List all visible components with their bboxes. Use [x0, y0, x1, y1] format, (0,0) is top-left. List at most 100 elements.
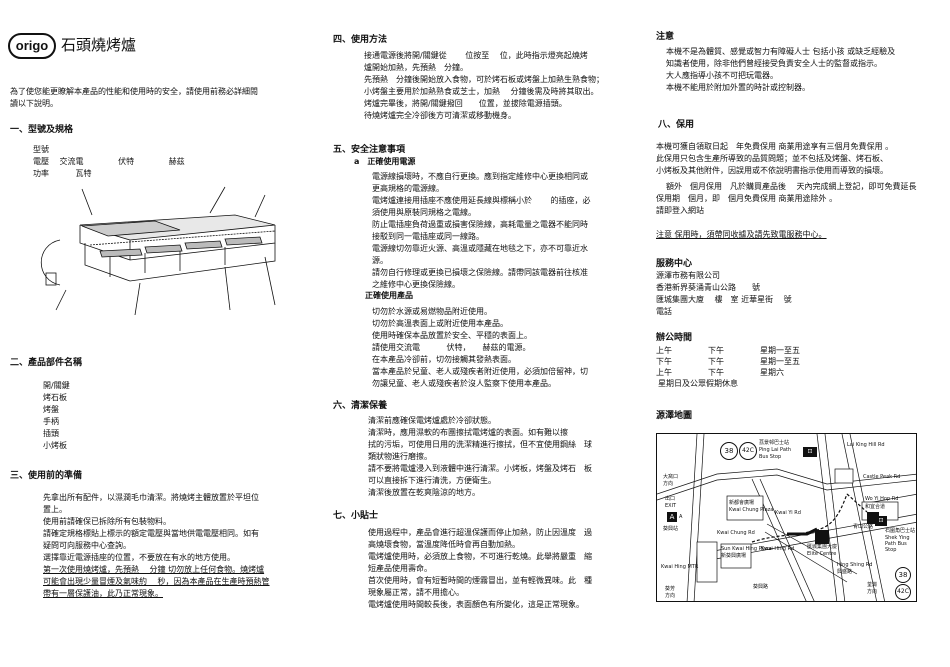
- map-label: Kwai Chung Plaza: [729, 507, 774, 513]
- specs-text: 型號 電壓 交流電 伏特 赫茲 功率 瓦特: [33, 144, 185, 180]
- table-cell: 上午: [656, 368, 672, 377]
- grill-appliance-illustration: [40, 186, 276, 316]
- specs-line: 電壓 交流電 伏特 赫茲: [33, 157, 185, 166]
- bus-route-badge: 38: [720, 442, 738, 460]
- text-line: 電源線切勿靠近火源、高溫或隱藏在地毯之下，亦不可靠近水: [372, 244, 588, 253]
- text-line: 可以直接拆下進行清洗，方便衛生。: [368, 476, 496, 485]
- list-item: 烤盤: [43, 405, 59, 414]
- map-label: 興盛路: [837, 569, 853, 575]
- mtr-station-icon: A: [667, 512, 677, 522]
- text-line: 待燒烤爐完全冷卻後方可清潔或移動機身。: [364, 111, 516, 120]
- section-cleaning-heading: 六、清潔保養: [333, 401, 388, 411]
- map-label: 石圍角巴士站: [885, 528, 916, 534]
- bus-stop-icon: ⊡: [875, 516, 887, 526]
- text-line: 切勿於水源或易燃物品附近使用。: [372, 307, 492, 316]
- parts-list: 開/關鍵 烤石板 烤盤 手柄 插頭 小烤板: [43, 380, 70, 452]
- section-preparation-heading: 三、使用前的準備: [10, 471, 83, 481]
- map-label: 葵興站: [663, 526, 679, 532]
- safety-power-subheading: a 正確使用電源: [354, 157, 416, 166]
- list-item: 小烤板: [43, 441, 67, 450]
- bus-route-badge: 42C: [895, 584, 911, 600]
- map-label: Kwai Chung Rd: [717, 530, 755, 536]
- map-label: EXIT: [665, 503, 677, 509]
- map-label: 方向: [665, 593, 676, 599]
- text-line: 清潔前應確保電烤爐處於冷卻狀態。: [368, 416, 496, 425]
- map-label: 葵芳: [665, 586, 676, 592]
- map-label: Hing Shing Rd: [837, 562, 873, 568]
- section-specs-heading: 一、型號及規格: [10, 125, 74, 135]
- text-line: 當本產品於兒童、老人或殘疾者附近使用，必須加倍留神，切: [372, 367, 588, 376]
- text-line: 使用前請確保已拆除所有包裝物料。: [43, 517, 171, 526]
- table-cell: 星期一至五: [760, 357, 800, 366]
- text-line: 之維修中心更換保險線。: [372, 280, 460, 289]
- bus-stop-icon: ⊡: [803, 447, 817, 457]
- text-line: 請確定規格標貼上標示的額定電壓與當地供電電壓相同。如有: [43, 529, 259, 538]
- warranty-note: 注意 保用時，須帶同收據及請先致電服務中心。: [656, 230, 827, 239]
- table-cell: 上午: [656, 346, 672, 355]
- text-line: 高燒壞食物，當溫度降低時會再自動加熱。: [368, 540, 520, 549]
- list-item: 手柄: [43, 417, 59, 426]
- map-label: 葵興路: [753, 584, 769, 590]
- office-hours-table: 上午 下午 星期一至五 下午 下午 星期一至五 上午 下午 星期六 星期日及公眾…: [656, 345, 816, 390]
- safety-power-text: 電源線損壞時，不應自行更換。應到指定維修中心更換相同或 更高規格的電源線。 電烤…: [372, 171, 591, 291]
- map-label: Wo Yi Hop Rd: [865, 496, 899, 502]
- table-row: 上午 下午 星期六: [656, 367, 816, 378]
- text-line: 防止電插座負荷過重或損害保險線，高耗電量之電器不能同時: [372, 220, 588, 229]
- map-label: 和宜合道: [865, 504, 886, 510]
- map-label: Elite Centre: [807, 551, 837, 557]
- text-line: 額外 個月保用 凡於購買產品後 天內完成網上登記，即可免費延長: [666, 182, 917, 191]
- preparation-text: 先拿出所有配件，以濕潤毛巾清潔。將燒烤主體放置於平坦位 置上。 使用前請確保已拆…: [43, 492, 270, 600]
- text-line: 疑問可向服務中心查詢。: [43, 541, 131, 550]
- text-line: 首次使用時，會有短暫時間的煙霧冒出，並有輕微異味。此 種: [368, 576, 592, 585]
- notice-heading: 注意: [656, 32, 675, 42]
- map-label: Bus Stop: [759, 454, 782, 460]
- notice-text: 本機不是為體質、感覺或智力有障礙人士 包括小孩 或缺乏經驗及 知識者使用，除非他…: [666, 46, 895, 94]
- list-item: 開/關鍵: [43, 381, 70, 390]
- destination-marker-icon: 匯城集團大廈: [807, 544, 838, 550]
- map-label: 新葵興廣場: [721, 553, 747, 559]
- closed-note: 星期日及公眾假期休息: [658, 379, 738, 388]
- map-label: 方向: [867, 589, 878, 595]
- map-label: Ping Lai Path: [759, 447, 792, 453]
- text-line: 知識者使用，除非他們曾經接受負責安全人士的監督或指示。: [666, 59, 882, 68]
- text-line: 電烤爐連接用插座不應使用延長線與標稱小於 的插座，必: [372, 196, 591, 205]
- section-usage-heading: 四、使用方法: [333, 35, 388, 45]
- text-line: 清潔時，應用濕軟的布團擦拭電烤爐的表面。如有難以擦: [368, 428, 568, 437]
- section-tips-heading: 七、小貼士: [333, 511, 379, 521]
- map-label: 方向: [663, 481, 674, 487]
- bus-route-badge: 38: [895, 567, 911, 583]
- text-line: 電源線損壞時，不應自行更換。應到指定維修中心更換相同或: [372, 172, 588, 181]
- text-line: 電烤爐使用時，必須放上食物，不可進行乾燒。此舉將嚴重 縮: [368, 552, 592, 561]
- map-label: Kwai Hing Rd: [761, 546, 795, 552]
- text-line: 本機可獲自領取日起 年免費保用 商業用途享有三個月免費保用 。: [656, 142, 894, 151]
- section-parts-heading: 二、產品部件名稱: [10, 358, 83, 368]
- text-line: 使用時確保本品放置於安全、平穩的表面上。: [372, 331, 532, 340]
- map-label: Castle Peak Rd: [863, 474, 901, 480]
- cleaning-text: 清潔前應確保電烤爐處於冷卻狀態。 清潔時，應用濕軟的布團擦拭電烤爐的表面。如有難…: [368, 415, 592, 499]
- text-line: 本機不能用於附加外置的時計或控制器。: [666, 83, 810, 92]
- map-label: Kwai Hing MTR: [661, 564, 699, 570]
- location-map: 38 42C 38 42C ⊡ ⊡ A 荔景邨巴士站 Ping Lai Path…: [656, 433, 917, 602]
- usage-text: 接通電源後將開/關鍵從 位按至 位，此時指示燈亮起燒烤 爐開始加熱，先預熱 分鐘…: [364, 50, 604, 122]
- tips-text: 使用過程中，產品會進行超溫保護而停止加熱，防止因溫度 過 高燒壞食物，當溫度降低…: [368, 527, 592, 611]
- intro-line: 讀以下說明。: [10, 99, 58, 108]
- text-line: 使用過程中，產品會進行超溫保護而停止加熱，防止因溫度 過: [368, 528, 592, 537]
- safety-product-subheading: 正確使用產品: [365, 291, 413, 300]
- text-line: 清潔後放置在乾爽陰涼的地方。: [368, 488, 480, 497]
- text-line: 爐開始加熱，先預熱 分鐘。: [364, 63, 468, 72]
- map-label: 大窩口: [663, 474, 679, 480]
- text-line: 大人應指導小孩不可把玩電器。: [666, 71, 778, 80]
- text-line: 類狀物進行磨擦。: [368, 452, 432, 461]
- text-line: 選擇靠近電源插座的位置，不要放在有水的地方使用。: [43, 553, 235, 562]
- safety-product-text: 切勿於水源或易燃物品附近使用。 切勿於高溫表面上或附近使用本產品。 使用時確保本…: [372, 306, 588, 390]
- text-line: 拭的污垢，可使用日用的洗潔精進行擦拭，但不宜使用鋼絲 球: [368, 440, 592, 449]
- intro-text: 為了使您能更瞭解本產品的性能和使用時的安全，請使用前務必詳細閱 讀以下說明。: [10, 86, 258, 110]
- service-center-text: 源澤市務有限公司 香港新界葵涌青山公路 號 匯城集團大廈 樓 室 近華星街 號 …: [656, 270, 792, 318]
- text-line: 帶有一層保護油，此乃正常現象。: [43, 589, 163, 598]
- text-line: 電烤爐使用時間較長後，表面顏色有所變化，這是正常現象。: [368, 600, 584, 609]
- specs-line: 功率 瓦特: [33, 169, 92, 178]
- text-line: 勿讓兒童、老人或殘疾者於沒人監察下使用本產品。: [372, 379, 556, 388]
- table-cell: 下午: [708, 368, 724, 377]
- office-hours-heading: 辦公時間: [656, 333, 693, 343]
- text-line: 第一次使用燒烤爐，先預熱 分鐘 切勿放上任何食物。燒烤爐: [43, 565, 265, 574]
